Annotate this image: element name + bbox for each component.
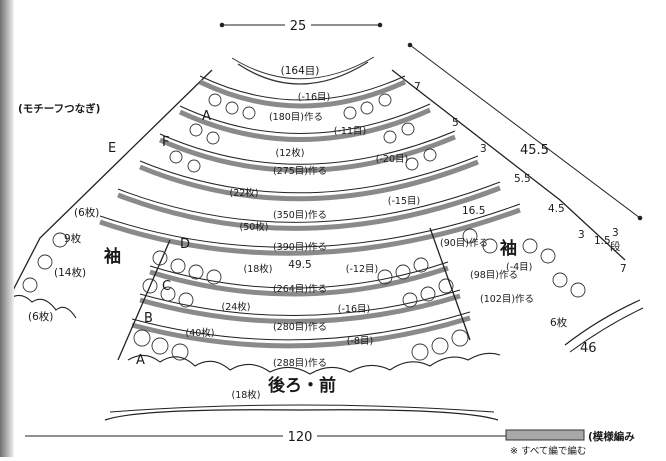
zone-letter-D: D [180, 237, 190, 252]
label-390: (390目)作る [273, 241, 327, 253]
top-width-label: 25 [290, 19, 307, 34]
center-labels: (-16目) (180目)作る (-11目) (12枚) (275目)作る (-… [185, 92, 420, 401]
label-6-sheets-right: 6枚 [550, 316, 568, 329]
page-binding-shadow [0, 0, 14, 457]
label-minus8: (-8目) [347, 336, 373, 347]
label-350: (350目)作る [273, 209, 327, 221]
label-minus16-top: (-16目) [298, 92, 330, 103]
right-4-5: 4.5 [548, 203, 565, 215]
label-280: (280目)作る [273, 321, 327, 333]
right-dan: 段 [610, 240, 621, 253]
right-1-5: 1.5 [594, 235, 611, 247]
zone-letter-B: B [144, 311, 153, 326]
right-16-5: 16.5 [462, 205, 485, 217]
label-minus15: (-15目) [388, 196, 420, 207]
label-6-sheets-left-bottom: (6枚) [28, 310, 53, 323]
sleeve-label-right: 袖 [500, 238, 517, 259]
label-98: (98目)作る [470, 269, 518, 281]
legend-label: (模様編み [588, 430, 635, 443]
zone-letter-C: C [162, 279, 171, 294]
label-minus12: (-12目) [346, 264, 378, 275]
right-7: 7 [414, 81, 421, 93]
bottom-dimension: 120 [25, 428, 570, 445]
sleeve-label-left: 袖 [104, 246, 121, 267]
label-14-sheets: (14枚) [54, 266, 86, 279]
left-labels: 袖 (6枚) 9枚 (14枚) (6枚) [28, 206, 121, 323]
label-102: (102目)作る [480, 293, 534, 305]
label-24-sheets: (24枚) [221, 301, 250, 313]
zone-letter-A-bottom: A [136, 353, 145, 368]
right-5-5: 5.5 [514, 173, 531, 185]
label-180: (180目)作る [269, 111, 323, 123]
label-288: (288目)作る [273, 357, 327, 369]
label-40-sheets: (40枚) [185, 327, 214, 339]
right-labels: 7 5 3 5.5 16.5 4.5 3 1.5 3 段 7 袖 (90目)作る… [414, 81, 627, 356]
body-label: 後ろ・前 [268, 375, 336, 396]
side-length-label: 45.5 [520, 143, 549, 158]
label-264: (264目)作る [273, 283, 327, 295]
depth-label: 49.5 [288, 259, 311, 271]
label-50-sheets: (50枚) [239, 221, 268, 233]
zone-letter-E: E [108, 141, 116, 156]
label-minus11: (-11目) [334, 126, 366, 137]
label-minus16-bottom: (-16目) [338, 304, 370, 315]
bottom-width-label: 120 [288, 430, 313, 445]
label-12-sheets: (12枚) [275, 147, 304, 159]
label-22-sheets: (22枚) [229, 187, 258, 199]
top-dimension: 25 [219, 15, 383, 34]
label-minus4: (-4目) [506, 262, 532, 273]
right-5: 5 [452, 117, 459, 129]
right-3b: 3 [578, 229, 585, 241]
motif-rows [22, 93, 586, 361]
right-3c: 3 [612, 227, 619, 239]
label-6-sheets-left: (6枚) [74, 206, 99, 219]
zone-letter-A-top: A [202, 109, 211, 124]
band-arcs [99, 79, 521, 349]
label-9-sheets: 9枚 [64, 232, 82, 245]
label-164: (164目) [281, 65, 320, 77]
right-3: 3 [480, 143, 487, 155]
legend-swatch [505, 429, 585, 441]
footnote: ※ すべて編で編む [510, 445, 586, 457]
title-label: (モチーフつなぎ) [18, 102, 100, 115]
label-minus20: (-20目) [376, 154, 408, 165]
zone-letter-F: F [162, 135, 169, 150]
sleeve-width-label: 46 [580, 341, 597, 356]
right-7b: 7 [620, 263, 627, 275]
label-90: (90目)作る [440, 237, 488, 249]
label-18-sheets-mid: (18枚) [243, 263, 272, 275]
side-dimension: 45.5 [407, 42, 643, 221]
label-275: (275目)作る [273, 165, 327, 177]
label-18-sheets-bottom: (18枚) [231, 389, 260, 401]
